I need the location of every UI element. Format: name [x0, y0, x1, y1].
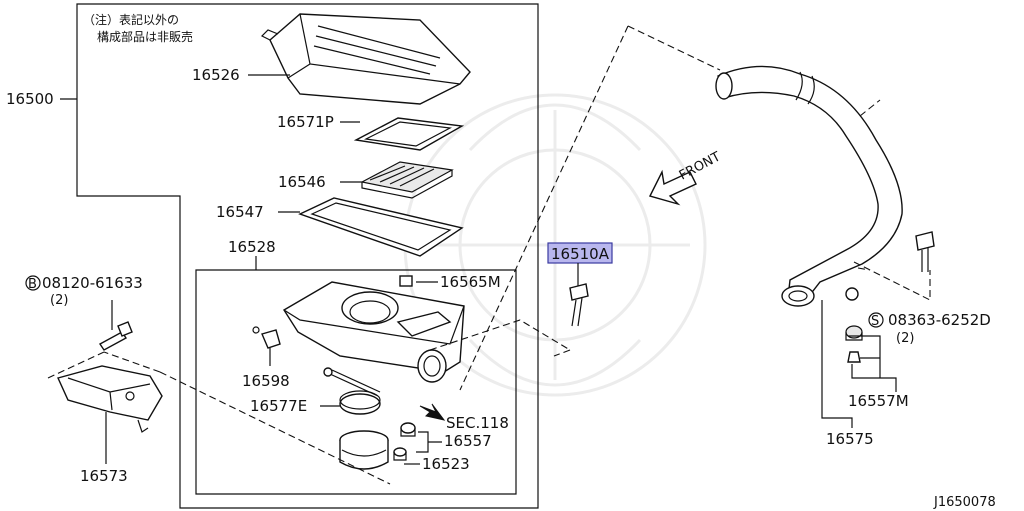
label-16547: 16547	[216, 203, 264, 221]
label-sec118: SEC.118	[446, 414, 509, 432]
hose-clamp-16577E	[323, 367, 381, 415]
label-16577E: 16577E	[250, 397, 307, 415]
mounting-bracket-16573	[57, 365, 163, 433]
grommet-16557	[393, 422, 416, 461]
section-arrow	[419, 403, 446, 421]
label-16546: 16546	[278, 173, 326, 191]
label-16526: 16526	[192, 66, 240, 84]
bolt-16510A	[569, 283, 589, 327]
label-16557M: 16557M	[848, 392, 909, 410]
bolt-b-qty: (2)	[50, 293, 68, 308]
label-16598: 16598	[242, 372, 290, 390]
screw-08363	[915, 231, 935, 272]
front-label: FRONT	[677, 149, 723, 183]
label-16500: 16500	[6, 90, 54, 108]
bolt-08120	[98, 321, 133, 351]
bolt-b: B	[25, 275, 41, 292]
label-16510A-highlight	[547, 242, 613, 264]
bolt-b-part-number: 08120-61633	[42, 274, 143, 292]
label-16571P: 16571P	[277, 113, 334, 131]
front-arrow: FRONT	[648, 149, 723, 206]
grommet-16557M	[845, 325, 863, 363]
assembly-outline	[76, 3, 539, 509]
drawing-code: J1650078	[933, 495, 996, 510]
lower-case-box	[195, 269, 517, 495]
screw-s-symbol: S	[871, 314, 879, 329]
air-cleaner-lower-case	[283, 281, 465, 383]
screw-s-part-number: 08363-6252D	[888, 311, 991, 329]
air-cleaner-cover	[260, 13, 471, 105]
filter-16571P	[353, 117, 465, 151]
label-16573: 16573	[80, 467, 128, 485]
screw-s: S	[868, 312, 884, 329]
filter-element-16546	[360, 161, 454, 199]
clip-16565M	[399, 275, 413, 287]
label-16510A[interactable]: 16510A	[551, 245, 610, 263]
bolt-b-symbol: B	[28, 277, 37, 292]
label-16575: 16575	[826, 430, 874, 448]
label-16557-box: 16557	[444, 432, 492, 450]
clamp-16598	[252, 326, 281, 349]
gasket-16547	[298, 197, 464, 257]
hose-16575	[715, 65, 903, 307]
label-16523: 16523	[422, 455, 470, 473]
note-line-1: （注）表記以外の	[83, 12, 179, 27]
duct-16523	[339, 430, 389, 470]
note-line-2: 構成部品は非販売	[97, 29, 193, 44]
label-16528: 16528	[228, 238, 276, 256]
label-16565M: 16565M	[440, 273, 501, 291]
screw-s-qty: (2)	[896, 331, 914, 346]
